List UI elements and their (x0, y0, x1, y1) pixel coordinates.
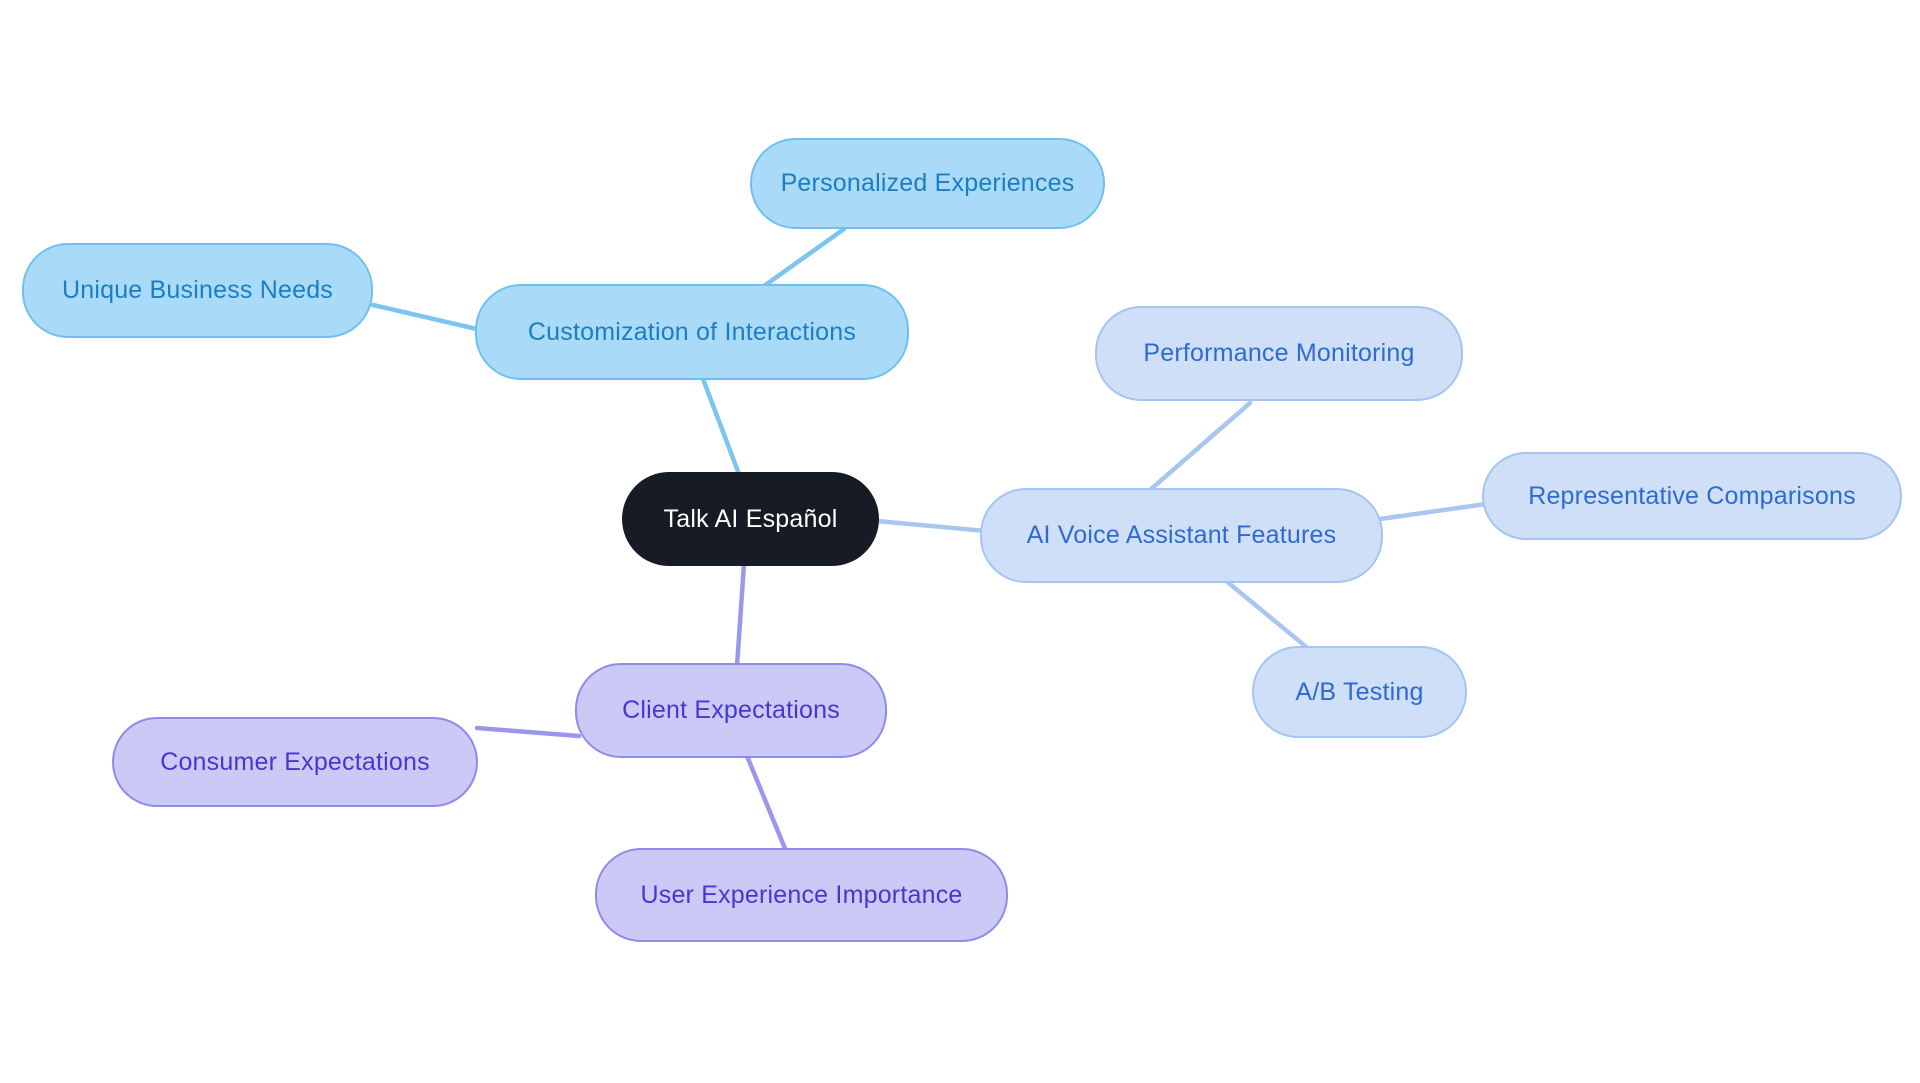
edge-client-to-user-experience (744, 753, 789, 854)
edge-customization-to-root (700, 376, 742, 477)
edge-ai-voice-to-performance (1147, 400, 1253, 493)
edge-customization-to-unique (370, 302, 484, 333)
edge-customization-to-personalized (761, 226, 847, 289)
node-ab-testing[interactable]: A/B Testing (1252, 646, 1467, 738)
edge-root-to-client (734, 561, 747, 669)
edge-ai-voice-to-ab-testing (1222, 577, 1313, 653)
node-customization-of-interactions[interactable]: Customization of Interactions (475, 284, 909, 380)
edge-ai-voice-to-representative (1377, 501, 1489, 522)
node-performance-monitoring[interactable]: Performance Monitoring (1095, 306, 1463, 401)
node-client-expectations[interactable]: Client Expectations (575, 663, 887, 758)
node-ai-voice-assistant-features[interactable]: AI Voice Assistant Features (980, 488, 1383, 583)
node-personalized-experiences[interactable]: Personalized Experiences (750, 138, 1105, 229)
node-unique-business-needs[interactable]: Unique Business Needs (22, 243, 373, 338)
node-representative-comparisons[interactable]: Representative Comparisons (1482, 452, 1902, 540)
node-consumer-expectations[interactable]: Consumer Expectations (112, 717, 478, 807)
edge-root-to-ai-voice (874, 518, 989, 534)
node-user-experience-importance[interactable]: User Experience Importance (595, 848, 1008, 942)
node-talk-ai-espanol[interactable]: Talk AI Español (622, 472, 879, 566)
edge-client-to-consumer (474, 725, 582, 739)
